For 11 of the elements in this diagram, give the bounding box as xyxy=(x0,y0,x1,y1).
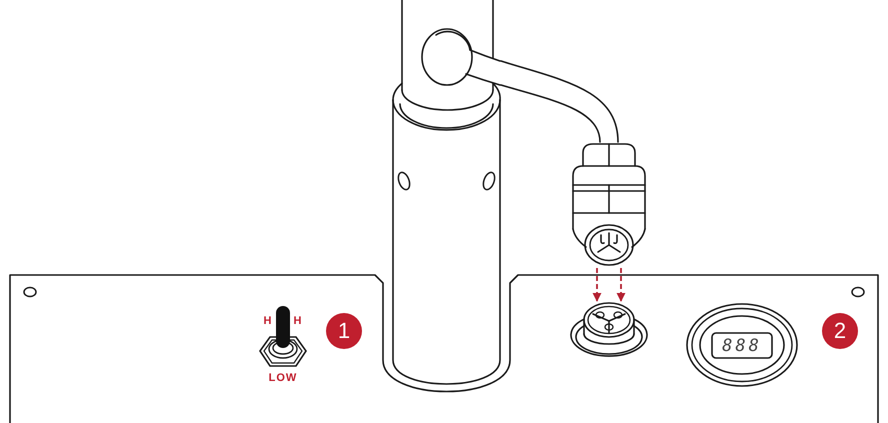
arrow xyxy=(592,268,602,302)
arrow xyxy=(616,268,626,302)
switch-label: H xyxy=(264,316,272,326)
power-cable xyxy=(500,60,619,143)
callout-number: 1 xyxy=(326,313,362,349)
connector-plug xyxy=(571,141,647,266)
panel-socket xyxy=(569,301,649,357)
switch-label: LOW xyxy=(268,372,298,384)
display-readout: 888 xyxy=(722,338,762,354)
switch-label: H xyxy=(294,316,302,326)
callout-number: 2 xyxy=(822,313,858,349)
